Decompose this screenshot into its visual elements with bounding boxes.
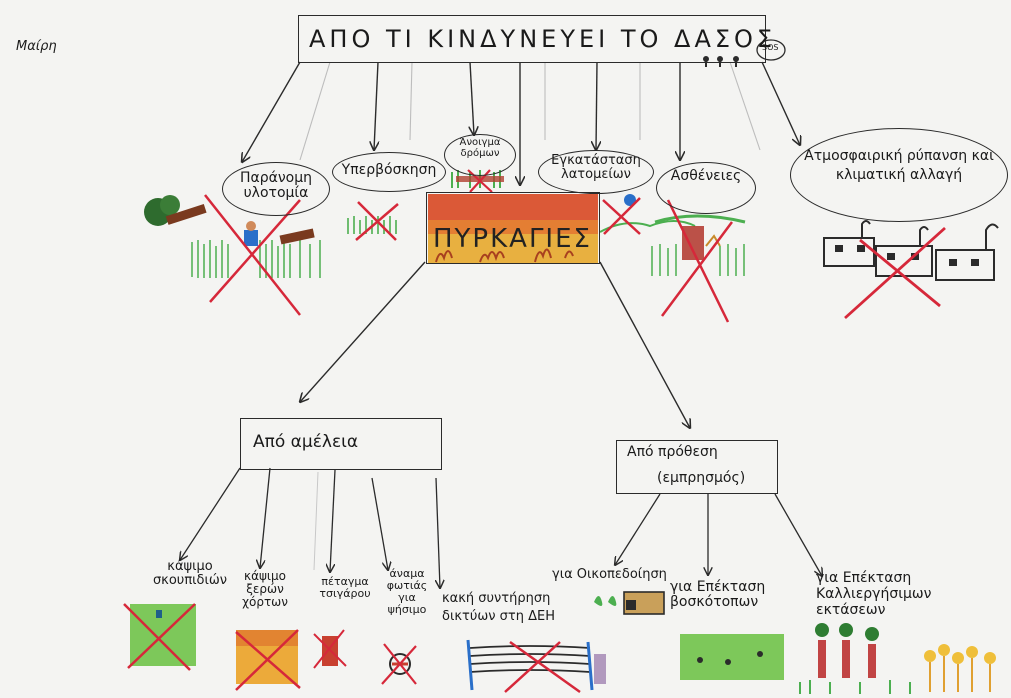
cigarette-sketch [313, 629, 347, 669]
intent-arrows [615, 493, 822, 576]
intent-item-pasture: για Επέκταση βοσκότοπων [670, 579, 766, 611]
cause-pollution-label: Ατμοσφαιρική ρύπανση και κλιματική αλλαγ… [804, 148, 994, 183]
intent-label: Από πρόθεση [627, 444, 718, 460]
quarries-sketch [599, 194, 696, 235]
arrow-to-pollution [761, 61, 800, 145]
negligence-arrows [180, 467, 440, 588]
fires-fill [428, 194, 598, 264]
cause-logging-bubble: Παράνομη υλοτομία [222, 162, 330, 216]
fires-box: ΠΥΡΚΑΓΙΕΣ [426, 192, 600, 264]
arrow-to-roads [470, 61, 474, 135]
negligence-label: Από αμέλεια [253, 432, 359, 452]
negligence-item-dry-grass: κάψιμο ξερών χόρτων [242, 569, 288, 610]
negligence-item-garbage: κάψιμο σκουπιδιών [152, 559, 228, 589]
intent-sublabel: (εμπρησμός) [657, 470, 746, 486]
farmland-sketch [799, 623, 996, 694]
sos-label: SOS [762, 43, 779, 52]
negligence-box: Από αμέλεια [240, 418, 442, 470]
fires-label: ΠΥΡΚΑΓΙΕΣ [433, 224, 592, 254]
sos-cloud-icon [756, 39, 786, 61]
faint-arrows [299, 61, 761, 161]
fire-arrows [300, 261, 690, 428]
overgrazing-sketch [347, 201, 399, 241]
pollution-sketch [823, 220, 999, 320]
land-development-sketch [594, 591, 665, 615]
intent-item-land: για Οικοπεδοίηση [552, 567, 667, 582]
cause-diseases-label: Ασθένειες [670, 168, 742, 184]
arrow-to-quarries [596, 61, 597, 150]
cause-overgrazing-label: Υπερβόσκηση [341, 162, 437, 178]
power-line-sketch [466, 639, 606, 694]
cause-pollution-bubble: Ατμοσφαιρική ρύπανση και κλιματική αλλαγ… [790, 128, 1008, 222]
negligence-item-barbecue: άναμα φωτιάς για ψήσιμο [386, 567, 428, 617]
arrow-to-intent [599, 261, 690, 428]
tiny-tree-icons [703, 56, 739, 67]
arrow-to-logging [242, 61, 301, 162]
cause-overgrazing-bubble: Υπερβόσκηση [332, 152, 446, 192]
cause-logging-label: Παράνομη υλοτομία [239, 170, 313, 202]
barbecue-fire-sketch [381, 643, 417, 685]
negligence-item-cigarette: πέταγμα τσιγάρου [319, 575, 371, 601]
arrow-to-negligence [300, 261, 426, 402]
author-name: Μαίρη [16, 39, 57, 54]
burning-grass-sketch [235, 629, 301, 691]
negligence-item-power-lines: κακή συντήρηση δικτύων στη ΔΕΗ [442, 591, 555, 625]
cause-quarries-bubble: Εγκατάσταση λατομείων [538, 150, 654, 194]
grazing-land-sketch [680, 634, 784, 680]
intent-item-farmland: για Επέκταση Καλλιεργήσιμων εκτάσεων [816, 570, 932, 619]
cause-roads-bubble: Άνοιγμα δρόμων [444, 134, 516, 176]
cause-quarries-label: Εγκατάσταση λατομείων [551, 153, 641, 183]
diseases-sketch [651, 199, 746, 323]
title-arrows [242, 61, 800, 185]
cause-diseases-bubble: Ασθένειες [656, 162, 756, 214]
logging-sketch [144, 194, 321, 316]
title-box: ΑΠΟ ΤΙ ΚΙΝΔΥΝΕΥΕΙ ΤΟ ΔΑΣΟΣ [298, 15, 772, 63]
arrow-to-overgrazing [374, 61, 378, 150]
burning-garbage-sketch [123, 603, 196, 671]
page-title: ΑΠΟ ΤΙ ΚΙΝΔΥΝΕΥΕΙ ΤΟ ΔΑΣΟΣ [309, 25, 777, 53]
intent-box: Από πρόθεση (εμπρησμός) [616, 440, 778, 494]
cause-roads-label: Άνοιγμα δρόμων [459, 137, 501, 159]
